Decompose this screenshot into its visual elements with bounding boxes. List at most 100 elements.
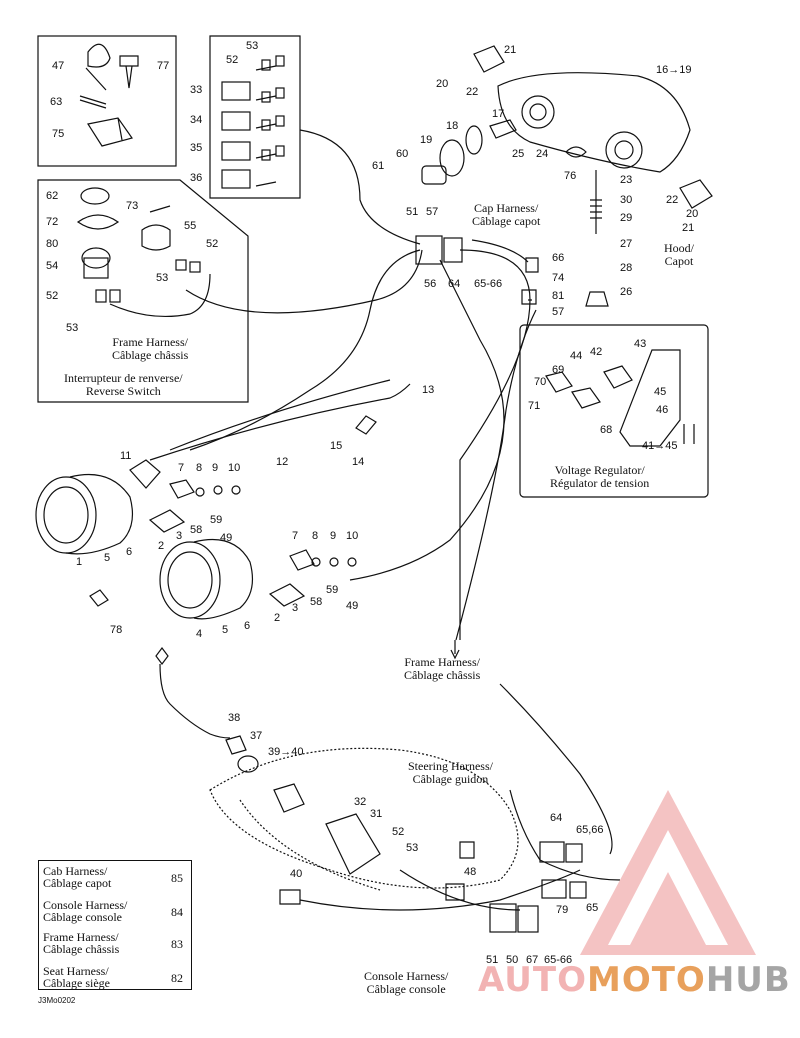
part-number: 6 <box>126 546 133 558</box>
headlight-housing <box>421 45 713 307</box>
part-number: 9 <box>212 462 219 474</box>
pin-icon <box>79 95 107 109</box>
part-number: 51 <box>486 954 499 966</box>
frame-harness-label-mid: Frame Harness/Câblage châssis <box>404 655 481 682</box>
part-number: 8 <box>196 462 203 474</box>
part-number: 53 <box>406 842 419 854</box>
legend-number: 83 <box>171 937 183 951</box>
part-number: 57 <box>426 206 439 218</box>
part-number: 20 <box>686 208 699 220</box>
part-number: 69 <box>552 364 565 376</box>
cap-harness-label: Cap Harness/Câblage capot <box>472 201 541 228</box>
legend-number: 82 <box>171 971 183 985</box>
harness-legend: Cab Harness/Câblage capot 85 Console Har… <box>38 860 192 990</box>
foam-pad-icon <box>87 117 133 147</box>
part-number: 4 <box>196 628 203 640</box>
part-number: 22 <box>666 194 679 206</box>
part-number: 31 <box>370 808 383 820</box>
part-number: 65-66 <box>474 278 503 290</box>
voltage-regulator-label: Voltage Regulator/Régulator de tension <box>550 463 650 490</box>
steering-harness-label: Steering Harness/Câblage guidon <box>408 759 493 786</box>
part-number: 52 <box>46 290 59 302</box>
watermark-logo-triangle <box>580 790 756 955</box>
part-number: 75 <box>52 128 65 140</box>
part-number: 49 <box>220 532 233 544</box>
fastener-inset-box <box>37 35 177 167</box>
part-number: 59 <box>326 584 339 596</box>
hood-label: Hood/Capot <box>664 241 694 268</box>
part-number: 48 <box>464 866 477 878</box>
part-number: 21 <box>504 44 517 56</box>
part-number: 64 <box>550 812 563 824</box>
part-number: 58 <box>190 524 203 536</box>
ignition-key-cord <box>155 647 231 739</box>
part-number: 27 <box>620 238 633 250</box>
part-number: 65-66 <box>544 954 573 966</box>
part-number: 1 <box>76 556 83 568</box>
console-switches <box>225 735 475 905</box>
part-number: 50 <box>506 954 519 966</box>
part-number: 19 <box>420 134 433 146</box>
part-number: 3 <box>292 602 299 614</box>
part-number: 59 <box>210 514 223 526</box>
part-number: 2 <box>158 540 165 552</box>
part-number: 67 <box>526 954 539 966</box>
part-number: 42 <box>590 346 603 358</box>
part-number: 73 <box>126 200 139 212</box>
part-number: 74 <box>552 272 565 284</box>
part-number: 77 <box>157 60 170 72</box>
fuse-connectors-icon <box>221 55 285 189</box>
part-number: 64 <box>448 278 461 290</box>
part-number: 11 <box>120 450 132 462</box>
part-number: 68 <box>600 424 613 436</box>
part-number: 24 <box>536 148 549 160</box>
part-number: 78 <box>110 624 123 636</box>
part-number: 71 <box>528 400 541 412</box>
part-number: 16→19 <box>656 64 692 76</box>
part-number: 38 <box>228 712 241 724</box>
legend-entry: Console Harness/Câblage console <box>43 898 128 924</box>
part-number: 61 <box>372 160 385 172</box>
console-harness-connectors <box>489 841 587 933</box>
part-number: 9 <box>330 530 337 542</box>
part-number: 45 <box>654 386 667 398</box>
part-number: 72 <box>46 216 59 228</box>
part-number: 36 <box>190 172 203 184</box>
part-number: 62 <box>46 190 59 202</box>
voltage-regulator-icon <box>545 349 695 447</box>
part-number: 15 <box>330 440 343 452</box>
push-rivet-icon <box>119 55 139 89</box>
part-number: 80 <box>46 238 59 250</box>
cap-harness-connector <box>415 235 539 305</box>
part-number: 49 <box>346 600 359 612</box>
legend-number: 85 <box>171 871 183 885</box>
part-number: 76 <box>564 170 577 182</box>
part-number: 51 <box>406 206 419 218</box>
part-number: 6 <box>244 620 251 632</box>
part-number: 18 <box>446 120 459 132</box>
part-number: 2 <box>274 612 281 624</box>
part-number: 30 <box>620 194 633 206</box>
part-number: 53 <box>66 322 79 334</box>
part-number: 29 <box>620 212 633 224</box>
part-number: 41→45 <box>642 440 678 452</box>
part-number: 40 <box>290 868 303 880</box>
part-number: 13 <box>422 384 435 396</box>
part-number: 52 <box>226 54 239 66</box>
part-number: 70 <box>534 376 547 388</box>
part-number: 53 <box>156 272 169 284</box>
part-number: 81 <box>552 290 565 302</box>
part-number: 5 <box>222 624 229 636</box>
wiring-harness-lines <box>169 129 621 911</box>
legend-entry: Seat Harness/Câblage siège <box>43 964 110 990</box>
part-number: 46 <box>656 404 669 416</box>
part-number: 7 <box>178 462 185 474</box>
part-number: 33 <box>190 84 203 96</box>
part-number: 37 <box>250 730 263 742</box>
part-number: 17 <box>492 108 505 120</box>
part-number: 22 <box>466 86 479 98</box>
part-number: 57 <box>552 306 565 318</box>
part-number: 43 <box>634 338 647 350</box>
